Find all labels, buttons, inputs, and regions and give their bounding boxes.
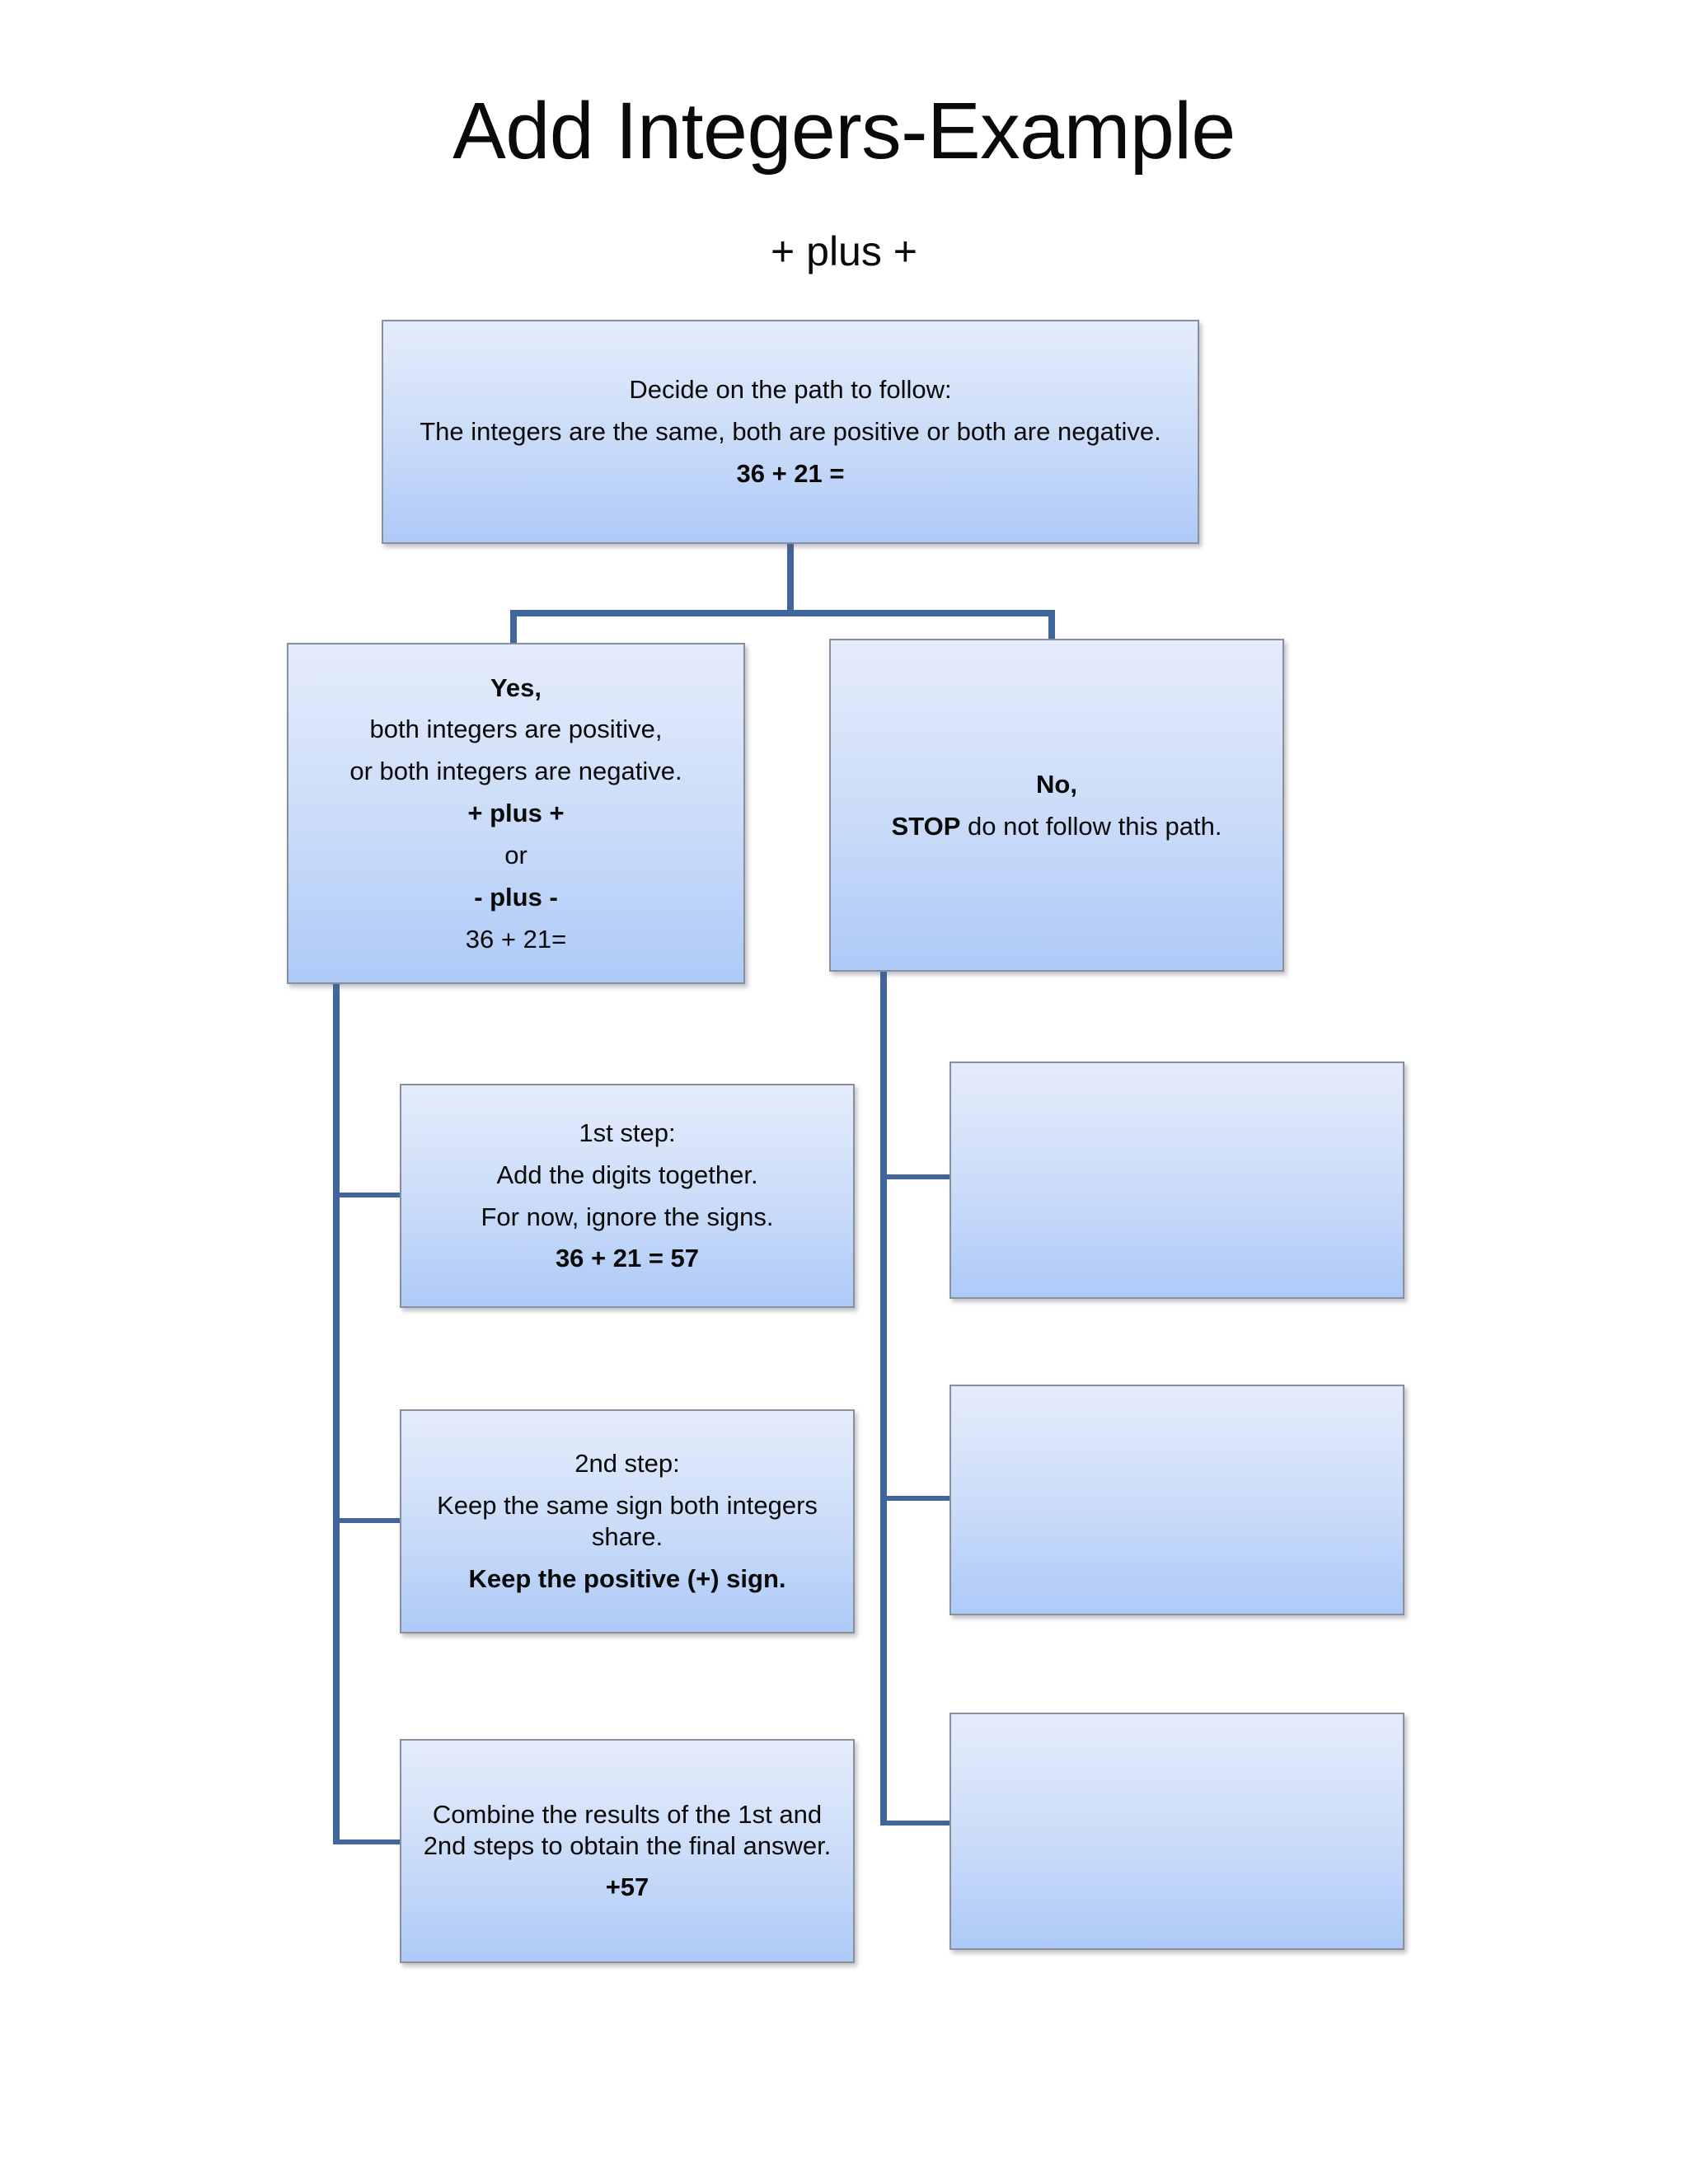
connector-no-to-blank3: [880, 1821, 953, 1825]
root-line-2: The integers are the same, both are posi…: [420, 417, 1161, 447]
connector-root-stem: [787, 544, 794, 615]
page-subtitle: + plus +: [771, 228, 917, 274]
connector-no-to-blank1: [880, 1174, 953, 1179]
yes-expression: 36 + 21=: [465, 924, 567, 954]
step1-label: 1st step:: [579, 1118, 676, 1147]
step-box-2[interactable]: 2nd step: Keep the same sign both intege…: [400, 1409, 855, 1633]
step2-result: Keep the positive (+) sign.: [468, 1563, 786, 1593]
connector-no-spine: [880, 972, 887, 1825]
no-stop-line: STOP do not follow this path.: [842, 811, 1271, 842]
yes-minus-minus: - plus -: [474, 882, 558, 912]
yes-or: or: [504, 840, 528, 869]
yes-plus-plus: + plus +: [467, 799, 565, 828]
connector-root-crossbar: [510, 610, 1055, 616]
connector-yes-to-step3: [333, 1840, 403, 1844]
root-expression: 36 + 21 =: [736, 458, 845, 488]
no-label: No,: [1036, 769, 1077, 799]
step-box-1[interactable]: 1st step: Add the digits together. For n…: [400, 1084, 855, 1308]
root-line-1: Decide on the path to follow:: [629, 375, 952, 405]
branch-box-yes[interactable]: Yes, both integers are positive, or both…: [287, 643, 745, 984]
yes-line-3: or both integers are negative.: [349, 757, 682, 786]
yes-line-2: both integers are positive,: [369, 715, 663, 744]
step1-result: 36 + 21 = 57: [555, 1244, 700, 1273]
step2-line-2: Keep the same sign both integers share.: [437, 1491, 818, 1551]
step1-line-3: For now, ignore the signs.: [481, 1202, 774, 1231]
step3-line-1: Combine the results of the 1st and 2nd s…: [423, 1799, 832, 1860]
no-stop-rest: do not follow this path.: [960, 811, 1222, 841]
no-stop-word: STOP: [891, 811, 961, 841]
connector-yes-to-step1: [333, 1193, 403, 1197]
page-title: Add Integers-Example: [452, 86, 1236, 176]
step2-label: 2nd step:: [574, 1449, 680, 1479]
step1-line-2: Add the digits together.: [496, 1160, 758, 1189]
connector-root-to-no: [1048, 610, 1055, 644]
decision-box-root[interactable]: Decide on the path to follow: The intege…: [382, 320, 1199, 544]
branch-box-no[interactable]: No, STOP do not follow this path.: [829, 639, 1284, 972]
yes-label: Yes,: [490, 673, 542, 702]
placeholder-box-3[interactable]: [950, 1713, 1404, 1950]
connector-yes-to-step2: [333, 1518, 403, 1523]
connector-yes-spine: [333, 984, 340, 1844]
step3-final-answer: +57: [605, 1872, 649, 1902]
connector-no-to-blank2: [880, 1496, 953, 1501]
placeholder-box-1[interactable]: [950, 1062, 1404, 1299]
connector-root-to-yes: [510, 610, 517, 648]
placeholder-box-2[interactable]: [950, 1385, 1404, 1615]
step-box-3[interactable]: Combine the results of the 1st and 2nd s…: [400, 1739, 855, 1963]
